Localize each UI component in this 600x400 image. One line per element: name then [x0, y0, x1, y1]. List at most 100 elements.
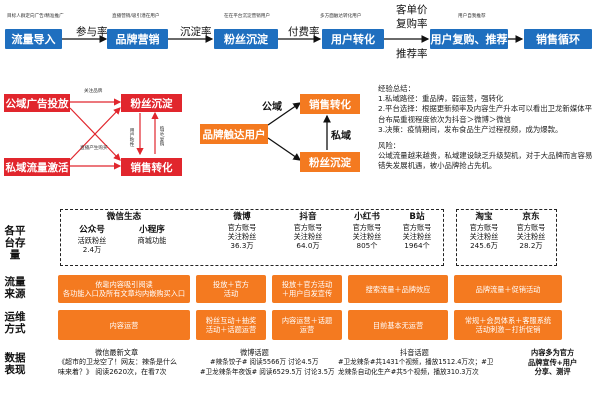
weibo-value: 36.3万 [230, 241, 254, 250]
data-weibo-line-1: #辣条饺子# 阅读5566万 讨论4.5万 [210, 358, 319, 366]
taobao-line-2: 关注粉丝 [469, 232, 499, 241]
platform-weibo: 微博 官方账号 关注粉丝 36.3万 [214, 212, 270, 250]
mid-box-fan-retention: 粉丝沉淀 [300, 152, 360, 172]
rate-payment: 付费率 [288, 26, 320, 38]
mid-box-brand-reach: 品牌触达用户 [200, 124, 268, 144]
weibo-line-1: 官方账号 [227, 223, 257, 232]
left-caption-follow: 关注品牌 [84, 89, 103, 94]
platform-douyin: 抖音 官方账号 关注粉丝 64.0万 [280, 212, 336, 250]
ops-douyin: 内容运营＋话题 运营 [272, 310, 342, 340]
left-box-private-activation: 私域流量激活 [4, 158, 70, 176]
risk-title: 风险： [378, 141, 401, 151]
data-weibo-title: 微博话题 [240, 348, 269, 357]
funnel-caption-3: 在在平台沉淀营销用户 [224, 14, 270, 19]
weibo-name: 微博 [233, 212, 251, 222]
data-douyin-line-2: 龙辣条自动化生产#共5个视频，播放310.3万次 [338, 368, 479, 376]
douyin-line-2: 关注粉丝 [293, 232, 323, 241]
platform-wechat-official: 公众号 活跃粉丝 2.4万 [64, 225, 120, 254]
taobao-line-1: 官方账号 [469, 223, 499, 232]
left-caption-stickiness: 用户粘性 [129, 128, 134, 147]
douyin-line-1: 官方账号 [293, 223, 323, 232]
wechat-official-desc: 活跃粉丝 [77, 236, 107, 245]
notes-item-2: 2.平台选择：根据更新频率及内容生产升本可以看出卫龙新媒体平台布局重视程度依次为… [378, 104, 592, 124]
xhs-line-1: 官方账号 [352, 223, 382, 232]
row-label-stock: 各平台存量 [4, 225, 26, 261]
wechat-official-value: 2.4万 [82, 245, 102, 254]
wechat-mini-desc: 商城功能 [137, 236, 167, 245]
funnel-caption-5: 用户自我推荐 [458, 14, 486, 19]
xhs-value: 805个 [356, 241, 378, 250]
platform-wechat-miniprogram: 小程序 商城功能 [122, 225, 182, 245]
left-caption-repurchase: 购买/复购 [159, 126, 164, 146]
left-box-public-ads: 公域广告投放 [4, 94, 70, 112]
platform-xiaohongshu: 小红书 官方账号 关注粉丝 805个 [342, 212, 392, 250]
ops-wechat: 内容运营 [58, 310, 190, 340]
douyin-name: 抖音 [299, 212, 317, 222]
data-summary: 内容多为官方 品牌宣传+用户 分享、测评 [528, 348, 578, 377]
domestic-platforms-group [60, 209, 444, 266]
platform-jd: 京东 官方账号 关注粉丝 28.2万 [508, 212, 554, 250]
left-caption-live-purchase: 直播产生购买 [80, 146, 108, 151]
data-douyin-line-1: #卫龙辣条#共1431个视频，播放1512.4万次；#卫 [338, 358, 494, 366]
source-douyin: 投放＋官方活动 ＋用户自发宣传 [272, 275, 342, 303]
taobao-value: 245.6万 [470, 241, 498, 250]
rate-retention: 沉淀率 [180, 26, 212, 38]
douyin-value: 64.0万 [296, 241, 320, 250]
ecommerce-platforms-group [456, 209, 557, 266]
data-wechat-line-1: 《超市的卫龙空了！网友：辣条是什么 [58, 358, 177, 366]
left-box-fan-retention: 粉丝沉淀 [121, 94, 182, 112]
source-ecommerce: 品牌流量＋促销活动 [454, 275, 562, 303]
funnel-box-fan-retention: 粉丝沉淀 [214, 29, 278, 49]
jd-value: 28.2万 [519, 241, 543, 250]
source-wechat: 依靠内容吸引阅读 各功能入口及所有文章均内嵌购买入口 [58, 275, 190, 303]
notes-title: 经验总结： [378, 84, 415, 93]
notes-item-1: 1.私域路径：重品牌，弱运营，强转化 [378, 94, 504, 104]
data-wechat-title: 微信最新文章 [95, 348, 139, 357]
funnel-caption-1: 目标人群定向广告/精准推广 [7, 14, 64, 19]
xhs-name: 小红书 [354, 212, 380, 222]
xhs-line-2: 关注粉丝 [352, 232, 382, 241]
bili-value: 1964个 [404, 241, 430, 250]
source-weibo: 投放＋官方 活动 [196, 275, 266, 303]
ops-weibo: 粉丝互动＋抽奖 活动＋话题运营 [196, 310, 266, 340]
bili-name: B站 [409, 212, 425, 222]
funnel-box-user-conversion: 用户转化 [322, 29, 384, 49]
funnel-box-traffic-import: 流量导入 [5, 29, 62, 49]
source-xhs-bili: 搜索流量＋品牌效应 [348, 275, 448, 303]
funnel-caption-2: 直播营销/吸引潜在用户 [112, 14, 160, 19]
notes-item-3: 3.决策：疫情期间，发布食品生产过程视频，成为爆款。 [378, 124, 563, 134]
taobao-name: 淘宝 [475, 212, 493, 222]
risk-text: 公域流量越来越贵，私域建设缺乏升级契机，对于大品牌而言容易错失发展机遇，被小品牌… [378, 151, 593, 171]
ops-xhs-bili: 目前基本无运营 [348, 310, 448, 340]
jd-line-2: 关注粉丝 [516, 232, 546, 241]
row-label-data: 数据表现 [4, 352, 26, 376]
platform-wechat-name: 微信生态 [106, 212, 142, 222]
data-weibo-line-2: #卫龙辣条年夜饭# 阅读6529.5万 讨论3.5万 [200, 368, 335, 376]
rate-repurchase: 复购率 [396, 18, 428, 30]
rate-recommend: 推荐率 [396, 48, 428, 60]
wechat-mini-name: 小程序 [139, 225, 165, 235]
funnel-box-sales-cycle: 销售循环 [524, 29, 592, 49]
platform-wechat: 微信生态 [64, 212, 184, 223]
data-douyin-title: 抖音话题 [400, 348, 429, 357]
bili-line-1: 官方账号 [402, 223, 432, 232]
funnel-box-repurchase-recommend: 用户复购、推荐 [430, 29, 508, 49]
rate-unit-price: 客单价 [396, 4, 428, 16]
row-label-ops: 运维方式 [4, 311, 26, 335]
jd-name: 京东 [522, 212, 540, 222]
rate-participation: 参与率 [76, 26, 108, 38]
bili-line-2: 关注粉丝 [402, 232, 432, 241]
jd-line-1: 官方账号 [516, 223, 546, 232]
mid-label-private: 私域 [331, 131, 351, 142]
funnel-caption-4: 多方面触达转化用户 [320, 14, 362, 19]
data-wechat-line-2: 味来着？》 阅读2620次，在看7次 [58, 368, 167, 376]
row-label-source: 流量来源 [4, 276, 26, 300]
mid-label-public: 公域 [262, 102, 282, 113]
left-box-sales-conversion: 销售转化 [121, 158, 182, 176]
ops-ecommerce: 常规＋会员体系＋客服系统 活动刺激－打折促销 [454, 310, 562, 340]
mid-box-sales-conversion: 销售转化 [300, 94, 360, 114]
platform-taobao: 淘宝 官方账号 关注粉丝 245.6万 [460, 212, 508, 250]
platform-bilibili: B站 官方账号 关注粉丝 1964个 [392, 212, 442, 250]
experience-notes: 经验总结： 1.私域路径：重品牌，弱运营，强转化 2.平台选择：根据更新频率及内… [378, 84, 596, 172]
